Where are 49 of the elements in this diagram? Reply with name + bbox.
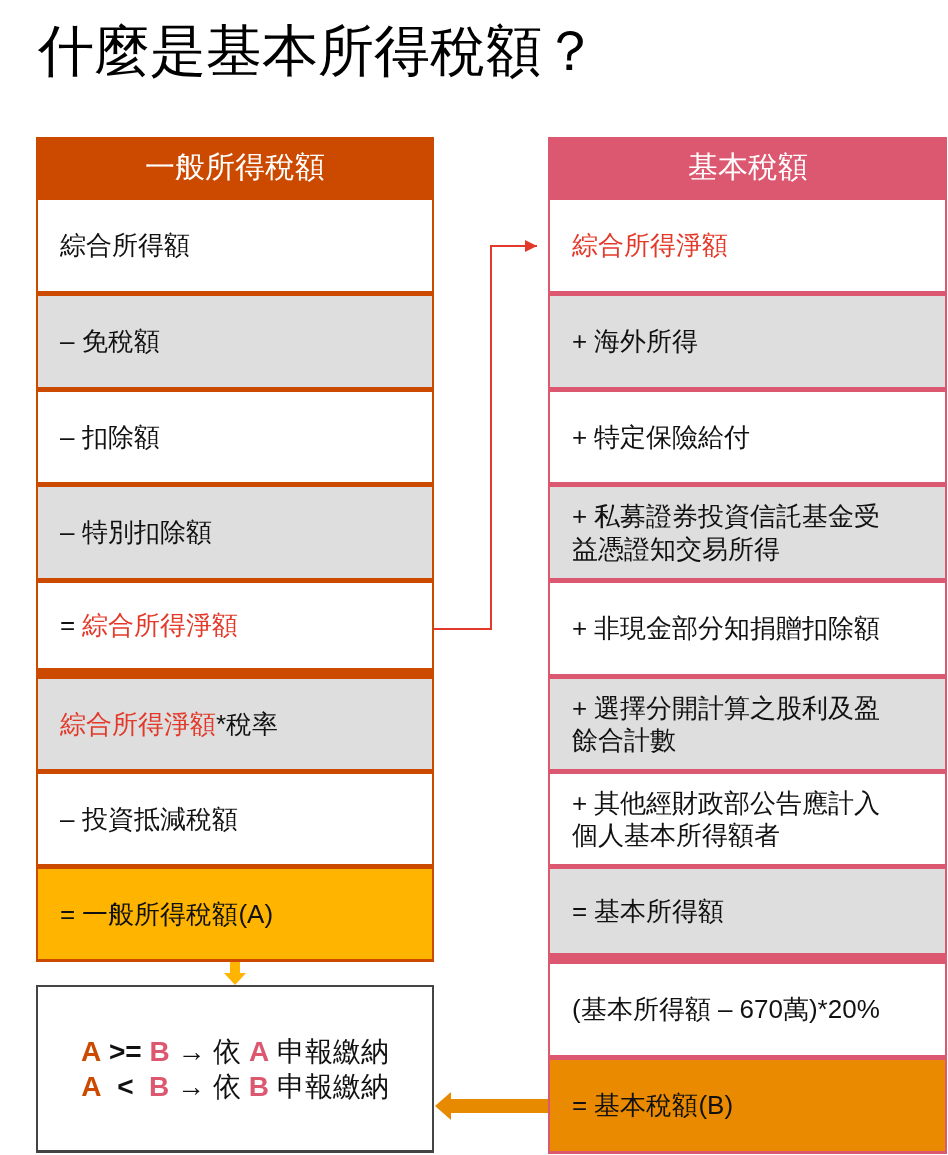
rule-text: A < B → 依 B 申報繳納 (81, 1069, 389, 1104)
table-row (36, 390, 434, 485)
table-row (36, 294, 434, 390)
table-row (36, 772, 434, 867)
rule-text: A >= B → 依 A 申報繳納 (80, 1034, 390, 1069)
table-row (548, 390, 947, 485)
column-header (548, 137, 947, 198)
table-row (548, 772, 947, 867)
table-row (548, 485, 947, 581)
row-text: + 私募證券投資信託基金受益憑證知交易所得 (572, 501, 881, 564)
row-text: (基本所得額 – 670萬)*20% (572, 994, 880, 1025)
row-text: 綜合所得淨額 (82, 610, 239, 641)
row-text: + 特定保險給付 (572, 421, 751, 452)
table-row (548, 294, 947, 390)
row-text: = (60, 610, 76, 641)
row-text: – 扣除額 (60, 421, 160, 452)
row-text: *稅率 (216, 708, 279, 739)
column-header (36, 137, 434, 198)
title: 什麼是基本所得稅額？ (38, 19, 598, 84)
table-row (548, 867, 947, 962)
result-box (36, 985, 434, 1153)
arrow (433, 240, 538, 630)
row-text: + 選擇分開計算之股利及盈餘合計數 (572, 692, 881, 755)
row-text: 綜合所得額 (60, 230, 190, 261)
table-row (36, 198, 434, 294)
table-row (548, 198, 947, 294)
header-text: 一般所得稅額 (145, 150, 325, 184)
arrow (224, 962, 246, 985)
row-text: = 基本稅額(B) (572, 1090, 734, 1121)
row-text: – 投資抵減稅額 (60, 803, 238, 834)
row-text: 綜合所得淨額 (572, 230, 728, 261)
row-text: 綜合所得淨額 (60, 708, 216, 739)
row-text: + 非現金部分知捐贈扣除額 (572, 613, 881, 644)
table-row (36, 581, 434, 677)
header-text: 基本稅額 (687, 150, 808, 184)
row-text: – 特別扣除額 (60, 517, 212, 548)
table-row (36, 677, 434, 772)
table-row (548, 581, 947, 677)
row-text: + 海外所得 (572, 326, 699, 357)
row-text: + 其他經財政部公告應計入個人基本所得額者 (572, 787, 881, 850)
table-row (36, 867, 434, 962)
table-row (548, 1058, 947, 1154)
table-row (548, 962, 947, 1058)
table-row (548, 677, 947, 772)
table-row (36, 485, 434, 581)
arrow (435, 1092, 548, 1120)
row-text: = 一般所得稅額(A) (60, 898, 274, 929)
row-text: = 基本所得額 (572, 895, 725, 926)
row-text: – 免稅額 (60, 326, 160, 357)
